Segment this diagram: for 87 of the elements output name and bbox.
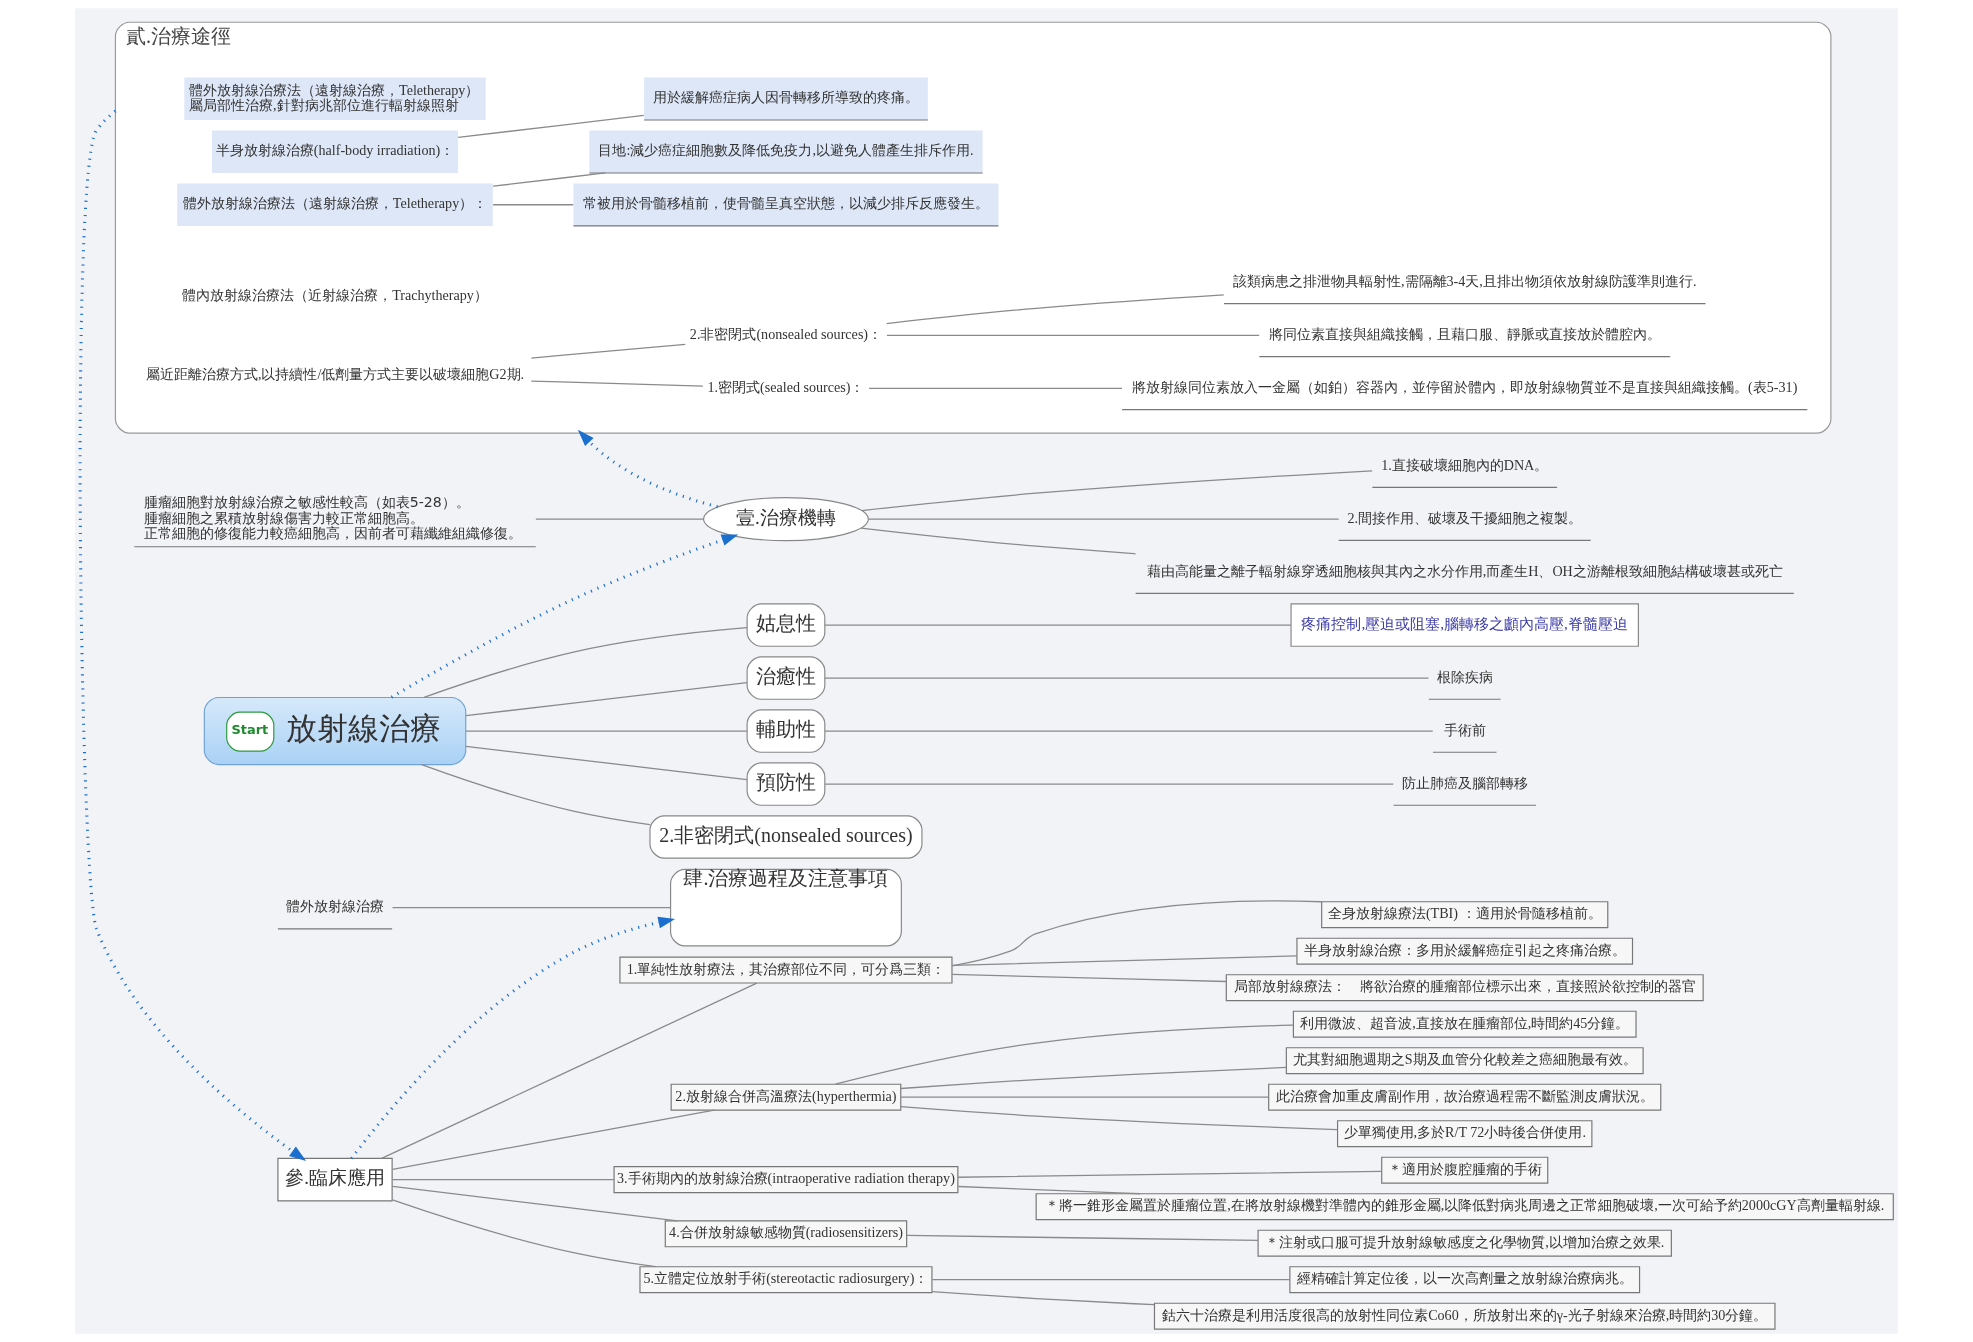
connector <box>868 387 1123 390</box>
connector <box>824 783 1394 785</box>
node-text: 手術前 <box>1443 721 1486 738</box>
connector <box>530 380 704 387</box>
connector <box>530 343 686 359</box>
arrow <box>350 916 676 1160</box>
node-text: 1.直接破壞細胞內的DNA。 <box>1381 456 1549 473</box>
node-box: ＊適用於腹腔腫瘤的手術 <box>1381 1156 1549 1184</box>
node-text: 將放射線同位素放入一金屬（如鉑）容器內，並停留於體內，即放射線物質並不是直接與組織接觸。(表5-31) <box>1132 379 1798 396</box>
connector <box>931 1279 1291 1281</box>
connector <box>457 114 645 138</box>
connector <box>391 1179 615 1181</box>
connector <box>900 1096 1270 1098</box>
connector <box>391 1199 657 1268</box>
node-box: 利用微波、超音波,直接放在腫瘤部位,時間約45分鐘。 <box>1292 1010 1637 1038</box>
node-text: 體外放射線治療 <box>286 898 385 915</box>
connector <box>906 1234 1259 1241</box>
connector <box>886 334 1260 337</box>
connector <box>900 1066 1287 1090</box>
node-box: 肆.治療過程及注意事項 <box>670 868 902 947</box>
node-text: 根除疾病 <box>1436 668 1493 685</box>
node-box: 1.單純性放射療法，其治療部位不同，可分爲三類： <box>619 956 953 984</box>
connector <box>465 730 748 732</box>
connector <box>957 1185 1141 1195</box>
connector <box>957 1170 1382 1178</box>
node-box: Start 放射線治療 <box>203 696 467 766</box>
node-box: 參.臨床應用 <box>277 1157 393 1202</box>
connector <box>492 172 606 187</box>
node-text: 1.密閉式(sealed sources)： <box>707 379 865 396</box>
node-text: 將同位素直接與組織接觸，且藉口服、靜脈或直接放於體腔內。 <box>1268 326 1661 343</box>
connector <box>391 907 672 909</box>
node-box: 預防性 <box>746 762 826 806</box>
connector <box>931 1290 1155 1306</box>
node-box: 此治療會加重皮膚副作用，故治療過程需不斷監測皮膚狀況。 <box>1268 1083 1662 1111</box>
node-box: 姑息性 <box>746 603 826 647</box>
arrow <box>390 534 739 699</box>
connector <box>492 204 574 206</box>
arrow <box>78 109 307 1161</box>
connector <box>535 518 704 520</box>
connector <box>421 764 651 826</box>
node-text: 藉由高能量之離子輻射線穿透細胞核與其內之水分作用,而產生H、OH之游離根致細胞結構破壞甚或死亡 <box>1146 562 1783 579</box>
node-ellipse: 壹.治療機轉 <box>702 497 869 542</box>
connector <box>381 982 758 1160</box>
connector <box>900 1106 1338 1131</box>
connector <box>391 1109 715 1170</box>
node-box: 半身放射線治療：多用於緩解癌症引起之疼痛治療。 <box>1296 937 1634 965</box>
node-box: 尤其對細胞週期之S期及血管分化較差之癌細胞最有效。 <box>1285 1047 1644 1075</box>
node-box: 3.手術期內的放射線治療(intraoperative radiation therapy) <box>613 1166 959 1194</box>
node-text: 腫瘤細胞對放射線治療之敏感性較高（如表5-28）。 腫瘤細胞之累積放射線傷害力較正常細胞高。 正常細胞的修復能力較癌細胞高，因前者可藉纖維組織修復。 <box>143 494 522 542</box>
node-box: 2.放射線合併高溫療法(hyperthermia) <box>670 1083 902 1111</box>
connector <box>861 470 1373 512</box>
connector <box>824 624 1292 626</box>
node-box: 經精確計算定位後，以一次高劑量之放射線治療病兆。 <box>1289 1266 1641 1294</box>
node-box: 體外放射線治療法（遠射線治療，Teletherapy） 屬局部性治療,針對病兆部位進行輻射線照射 <box>184 77 486 120</box>
connector <box>886 294 1225 325</box>
node-box: ＊注射或口服可提升放射線敏感度之化學物質,以增加治療之效果. <box>1257 1229 1672 1257</box>
node-box: 治癒性 <box>746 656 826 700</box>
node-box: 疼痛控制,壓迫或阻塞,腦轉移之顱內高壓,脊髓壓迫 <box>1290 603 1639 647</box>
node-box: 全身放射線療法(TBI) ：適用於骨隨移植前。 <box>1321 901 1609 929</box>
node-box: 局部放射線療法： 將欲治療的腫瘤部位標示出來，直接照於欲控制的器官 <box>1225 974 1704 1002</box>
node-box: 輔助性 <box>746 709 826 753</box>
connector <box>465 681 748 717</box>
node-box: 4.合併放射線敏感物質(radiosensitizers) <box>664 1220 908 1248</box>
node-box: 2.非密閉式(nonsealed sources) <box>649 815 923 859</box>
node-text: 2.間接作用、破壞及干擾細胞之複製。 <box>1347 509 1583 526</box>
node-text: 防止肺癌及腦部轉移 <box>1401 774 1528 791</box>
connector <box>465 745 748 781</box>
connector <box>834 1024 1294 1085</box>
node-box: 體外放射線治療法（遠射線治療，Teletherapy）： <box>177 183 493 226</box>
node-box: 鈷六十治療是利用活度很高的放射性同位素Co60，所放射出來的γ-光子射線來治療,時間約30分鐘。 <box>1153 1302 1776 1330</box>
node-box: 少單獨使用,多於R/T 72小時後合併使用. <box>1337 1120 1593 1148</box>
node-text: 體內放射線治療法（近射線治療，Trachytherapy） <box>182 287 488 304</box>
node-box: ＊將一錐形金屬置於腫瘤位置,在將放射線機對準體內的錐形金屬,以降低對病兆周邊之正常細胞破壞,一次可給予約2000cGY高劑量輻射線. <box>1035 1193 1894 1221</box>
node-text: 該類病患之排泄物具輻射性,需隔離3-4天,且排出物須依放射線防護準則進行. <box>1233 273 1697 290</box>
connector <box>824 730 1434 732</box>
connector <box>860 527 1137 555</box>
connector <box>391 1185 678 1222</box>
connector <box>951 900 1323 967</box>
connector <box>867 518 1340 520</box>
node-box: 5.立體定位放射手術(stereotactic radiosurgery)： <box>639 1266 933 1294</box>
node-text: 2.非密閉式(nonsealed sources)： <box>689 326 883 343</box>
arrow <box>577 429 718 509</box>
connector <box>423 627 748 698</box>
connector <box>824 677 1430 679</box>
connector <box>951 973 1227 983</box>
node-text: 屬近距離治療方式,以持續性/低劑量方式主要以破壞細胞G2期. <box>145 366 525 383</box>
node-box: 半身放射線治療(half-body irradiation)： <box>212 130 459 173</box>
